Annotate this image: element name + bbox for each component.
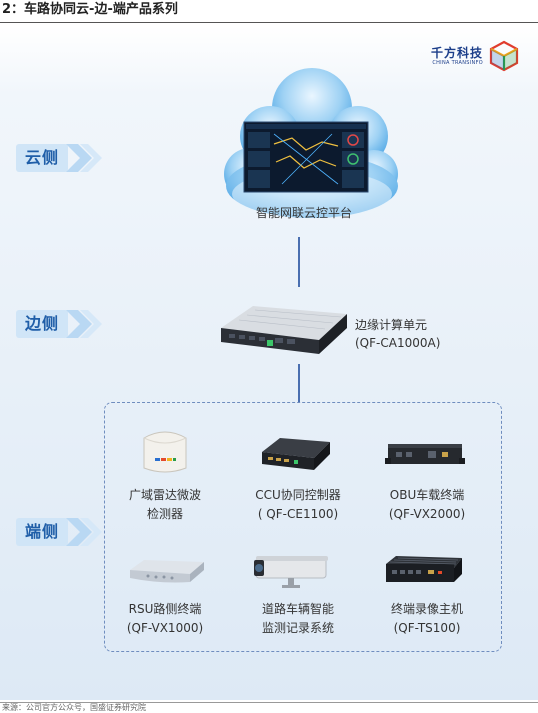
device-name: 道路车辆智能: [261, 602, 334, 616]
connector-line: [298, 364, 300, 402]
tier-label-text: 云侧: [16, 144, 68, 172]
chevron-right-icon: [66, 310, 102, 338]
device-model: 监测记录系统: [261, 621, 334, 635]
device-tier-box: [104, 402, 502, 652]
chevron-right-icon: [66, 518, 102, 546]
device-name: 终端录像主机: [390, 602, 463, 616]
device-name: OBU车载终端: [389, 488, 465, 502]
edge-unit-caption: 边缘计算单元 (QF-CA1000A): [355, 316, 467, 352]
figure-title: 2：车路协同云-边-端产品系列: [2, 2, 178, 17]
cloud-platform-caption: 智能网联云控平台: [255, 206, 352, 220]
device-caption: 终端录像主机 (QF-TS100): [362, 600, 492, 638]
connector-line: [298, 237, 300, 287]
device-name: 广域雷达微波: [128, 488, 201, 502]
title-divider: [0, 22, 538, 23]
cloud-platform-graphic: [224, 68, 398, 218]
chevron-right-icon: [66, 144, 102, 172]
device-model: (QF-VX2000): [388, 507, 466, 521]
device-model: ( QF-CE1100): [257, 507, 339, 521]
device-model: (QF-TS100): [393, 621, 461, 635]
rsu-terminal-graphic: [130, 560, 204, 583]
company-logo: 千方科技 CHINA TRANSINFO: [431, 40, 520, 72]
tier-label-text: 端侧: [16, 518, 68, 546]
device-caption: OBU车载终端 (QF-VX2000): [362, 486, 492, 524]
edge-unit-name: 边缘计算单元: [355, 318, 428, 332]
device-caption: 广域雷达微波 检测器: [100, 486, 230, 524]
obu-terminal-graphic: [385, 444, 465, 464]
device-caption: 道路车辆智能 监测记录系统: [233, 600, 363, 638]
tier-label-cloud: 云侧: [0, 142, 104, 174]
device-caption: CCU协同控制器 ( QF-CE1100): [233, 486, 363, 524]
surveillance-camera-graphic: [254, 556, 328, 588]
tier-label-text: 边侧: [16, 310, 68, 338]
tier-label-device: 端侧: [0, 516, 104, 548]
edge-unit-model: (QF-CA1000A): [355, 336, 441, 350]
diagram-canvas: 千方科技 CHINA TRANSINFO 云侧 边侧 端侧: [0, 26, 538, 700]
edge-computing-unit-graphic: [221, 306, 347, 354]
radar-detector-graphic: [143, 431, 187, 473]
device-name: CCU协同控制器: [255, 488, 341, 502]
logo-name-cn: 千方科技: [430, 45, 483, 60]
tier-label-edge: 边侧: [0, 308, 104, 340]
device-model: (QF-VX1000): [126, 621, 204, 635]
device-model: 检测器: [146, 507, 183, 521]
video-recorder-graphic: [386, 556, 462, 582]
logo-name-en: CHINA TRANSINFO: [432, 59, 483, 66]
source-footnote: 来源：公司官方公众号，国盛证券研究院: [0, 702, 538, 713]
device-name: RSU路侧终端: [128, 602, 202, 616]
logo-cube-icon: [489, 40, 519, 72]
device-caption: RSU路侧终端 (QF-VX1000): [100, 600, 230, 638]
ccu-controller-graphic: [262, 438, 330, 470]
